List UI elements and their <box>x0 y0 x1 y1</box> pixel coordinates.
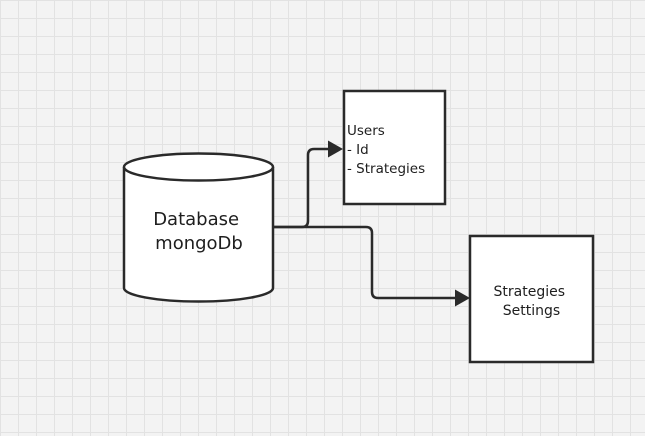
database-cylinder-top <box>122 152 275 182</box>
strategies-settings-label-line-1: Strategies <box>494 284 566 300</box>
users-label-line-1: Users <box>347 123 385 139</box>
database-label-line-2: mongoDb <box>155 233 243 254</box>
users-node[interactable]: Users - Id - Strategies <box>342 89 447 206</box>
database-label-line-1: Database <box>153 209 239 230</box>
strategies-settings-node[interactable]: Strategies Settings <box>468 234 595 364</box>
strategies-settings-box <box>468 234 595 364</box>
users-label-line-3: - Strategies <box>347 161 425 177</box>
svg-text:Users - Id - Strat: Users - Id - Strategies <box>347 123 425 177</box>
connector-database-to-users[interactable] <box>273 147 330 229</box>
strategies-settings-label-line-2: Settings <box>503 303 560 319</box>
arrowhead-to-settings <box>455 289 470 307</box>
connector-database-to-settings[interactable] <box>273 225 456 300</box>
svg-text:Strategies Settings: Strategies Settings <box>494 284 570 319</box>
database-node[interactable]: Database mongoDb <box>122 152 275 303</box>
svg-text:Database mongoDb: Database mongoDb <box>153 209 245 254</box>
users-box <box>342 89 447 206</box>
arrowhead-to-users <box>328 140 343 158</box>
database-cylinder-body <box>122 167 275 303</box>
users-label-line-2: - Id <box>347 142 369 158</box>
